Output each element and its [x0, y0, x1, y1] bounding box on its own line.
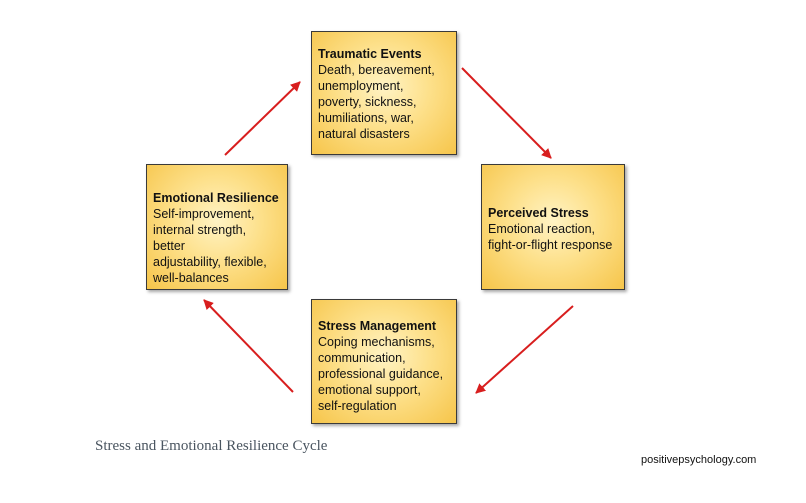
node-body: Death, bereavement, unemployment, povert…	[318, 63, 435, 141]
node-title: Stress Management	[318, 319, 437, 333]
arrow-management-to-resilience	[203, 299, 294, 393]
figure-caption: Stress and Emotional Resilience Cycle	[95, 438, 328, 454]
node-title: Traumatic Events	[318, 47, 422, 61]
node-body: Emotional reaction, fight-or-flight resp…	[488, 222, 613, 252]
node-perceived-stress: Perceived Stress Emotional reaction, fig…	[481, 164, 625, 290]
source-credit: positivepsychology.com	[641, 454, 757, 466]
node-traumatic-events: Traumatic Events Death, bereavement, une…	[311, 31, 457, 155]
node-stress-management: Stress Management Coping mechanisms, com…	[311, 299, 457, 424]
arrow-traumatic-to-perceived	[461, 67, 552, 159]
node-title: Emotional Resilience	[153, 191, 279, 205]
node-title: Perceived Stress	[488, 206, 589, 220]
arrow-resilience-to-traumatic	[224, 81, 301, 156]
node-body: Self-improvement, internal strength, bet…	[153, 207, 267, 285]
arrow-perceived-to-management	[475, 305, 574, 394]
node-emotional-resilience: Emotional Resilience Self-improvement, i…	[146, 164, 288, 290]
node-body: Coping mechanisms, communication, profes…	[318, 335, 444, 413]
